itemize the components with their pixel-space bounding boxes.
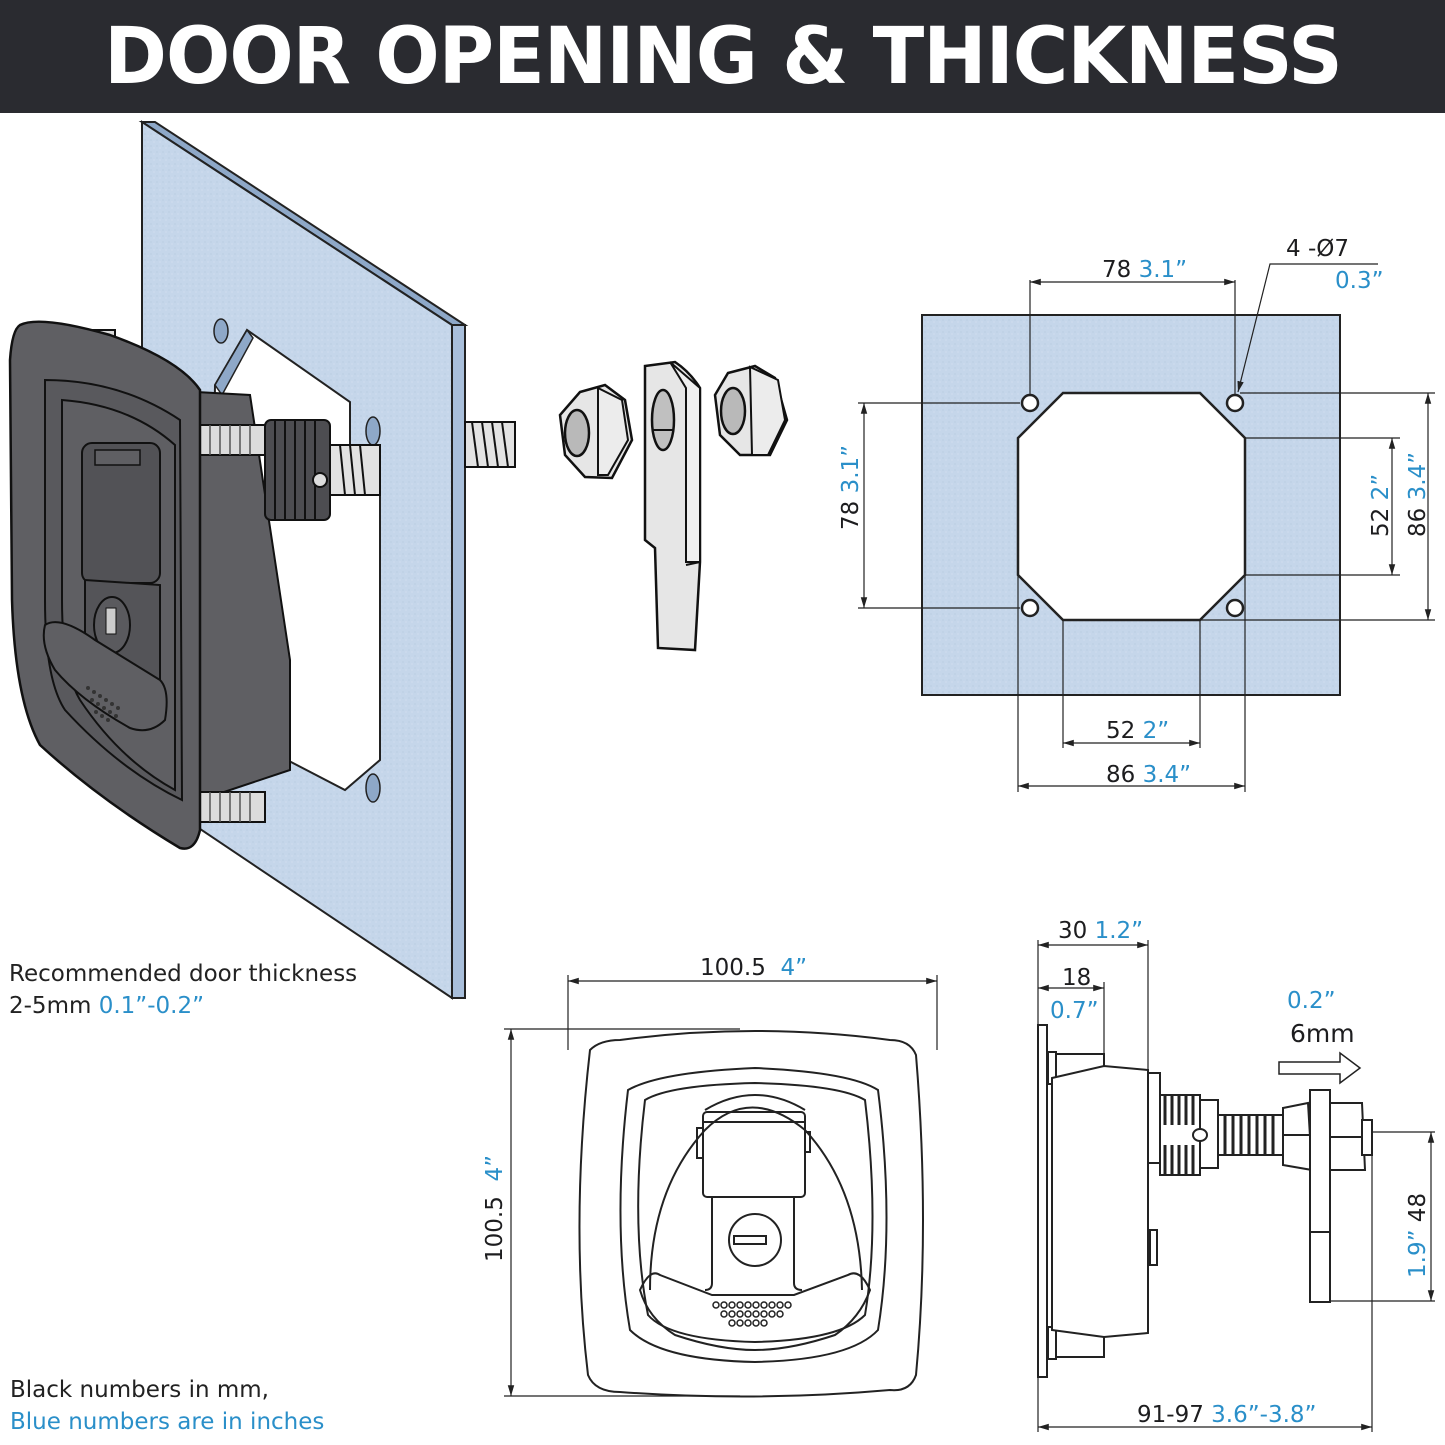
cutout-template bbox=[858, 263, 1435, 792]
cam-bar-icon bbox=[643, 360, 702, 652]
dim-stud-depth-inch: 0.7” bbox=[1050, 998, 1099, 1024]
dim-hole-spec-inch: 0.3” bbox=[1335, 268, 1384, 294]
units-legend: Black numbers in mm, Blue numbers are in… bbox=[10, 1377, 325, 1436]
dim-cam-travel-inch: 0.2” bbox=[1287, 988, 1336, 1014]
dim-overall-depth: 91-97 3.6”-3.8” bbox=[1137, 1402, 1317, 1428]
side-view bbox=[1037, 940, 1435, 1432]
dim-hole-spacing-v: 78 3.1” bbox=[838, 444, 864, 530]
lock-cylinder-icon bbox=[728, 1213, 782, 1267]
header-banner: DOOR OPENING & THICKNESS bbox=[0, 0, 1445, 113]
arrow-right-icon bbox=[1278, 1051, 1362, 1085]
hex-nut-icon bbox=[558, 383, 634, 480]
front-view bbox=[504, 975, 938, 1398]
dim-front-height: 100.5 4” bbox=[482, 1154, 508, 1262]
dim-hole-spacing-h: 78 3.1” bbox=[1102, 257, 1188, 283]
dim-body-depth: 30 1.2” bbox=[1058, 918, 1144, 944]
dim-outer-width: 86 3.4” bbox=[1106, 762, 1192, 788]
dim-hole-spec: 4 -Ø7 bbox=[1286, 236, 1349, 262]
dim-front-width: 100.5 4” bbox=[700, 955, 808, 981]
dim-outer-height: 86 3.4” bbox=[1405, 451, 1431, 537]
dim-inner-height: 52 2” bbox=[1368, 473, 1394, 537]
dim-inner-width: 52 2” bbox=[1106, 718, 1170, 744]
hex-nut-icon bbox=[713, 364, 789, 457]
dim-stud-depth-mm: 18 bbox=[1062, 965, 1092, 991]
dim-cam-travel-mm: 6mm bbox=[1290, 1019, 1355, 1048]
cutout-opening bbox=[1016, 391, 1247, 622]
dim-cam-length: 1.9” 48 bbox=[1405, 1192, 1431, 1278]
page-title: DOOR OPENING & THICKNESS bbox=[103, 11, 1343, 102]
exploded-view bbox=[8, 120, 516, 1000]
door-thickness-note: Recommended door thickness 2-5mm 0.1”-0.… bbox=[9, 961, 358, 1020]
